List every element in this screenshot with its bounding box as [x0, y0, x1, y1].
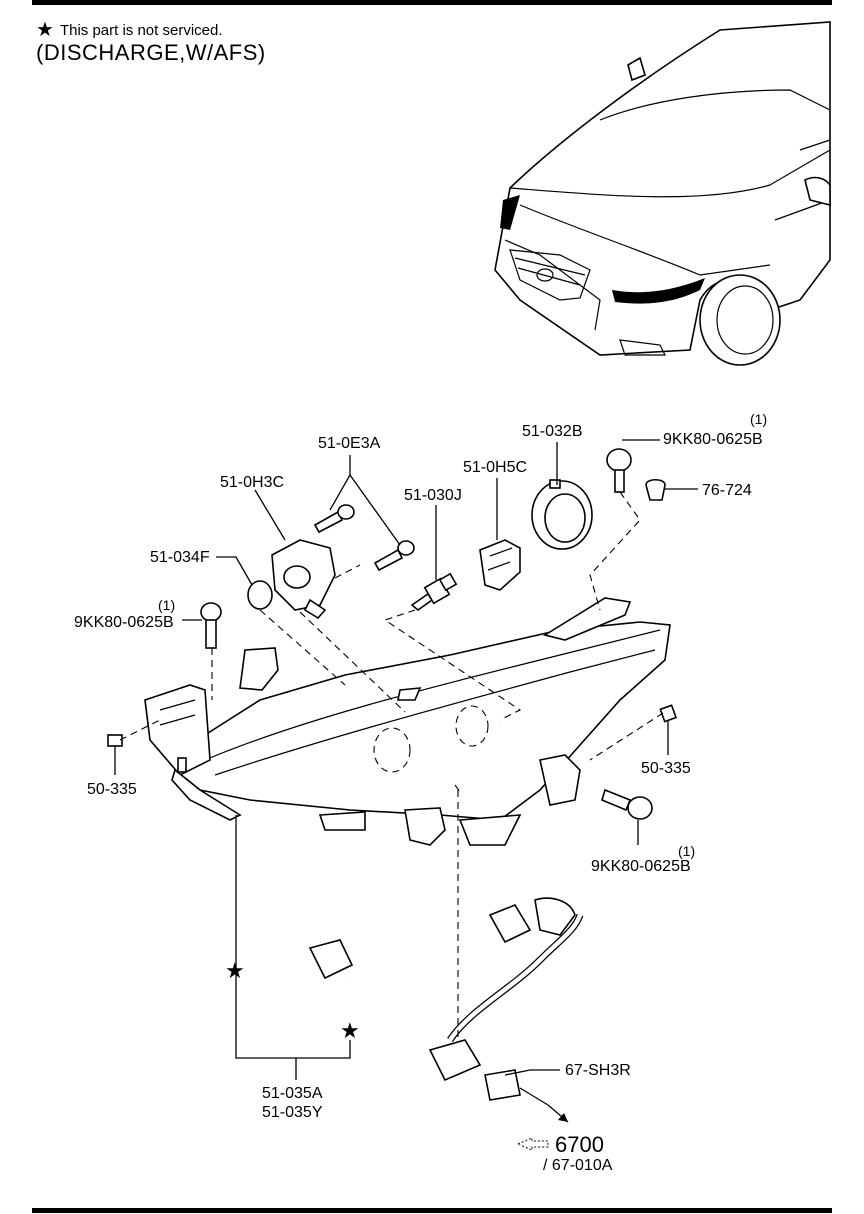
not-serviced-note: ★ This part is not serviced.	[36, 20, 223, 40]
vehicle-front-illustration	[494, 21, 831, 366]
callout-51-030J[interactable]: 51-030J	[404, 487, 462, 504]
leader-lines	[114, 439, 698, 1123]
callout-51-0E3A[interactable]: 51-0E3A	[318, 435, 381, 452]
discharge-bulb	[410, 572, 458, 612]
wiring-harness	[308, 897, 584, 1106]
reference-group-6700[interactable]: 6700	[555, 1132, 604, 1157]
callout-67-SH3R[interactable]: 67-SH3R	[565, 1062, 631, 1079]
diagram-title: (DISCHARGE,W/AFS)	[36, 40, 266, 65]
assembly-guide-lines	[119, 491, 664, 1040]
reference-part-67-010A[interactable]: / 67-010A	[543, 1157, 613, 1174]
callout-50-335-left[interactable]: 50-335	[87, 781, 137, 798]
callout-50-335-right[interactable]: 50-335	[641, 760, 691, 777]
star-icon: ★	[340, 1018, 360, 1043]
bolt-left	[200, 602, 222, 649]
bottom-border	[32, 1208, 832, 1213]
headlamp-assembly	[144, 597, 671, 846]
callout-9KK80-0625B-left[interactable]: 9KK80-0625B	[74, 614, 174, 631]
star-icon: ★	[36, 19, 54, 41]
not-serviced-note-text: This part is not serviced.	[59, 21, 223, 39]
screw-upper	[313, 504, 355, 534]
callout-51-035A[interactable]: 51-035A	[262, 1085, 323, 1102]
screw-lower	[373, 540, 415, 572]
nut-right	[659, 704, 678, 723]
star-icon: ★	[225, 958, 245, 983]
double-arrow-icon[interactable]	[516, 1137, 549, 1151]
callout-9KK80-0625B-top[interactable]: 9KK80-0625B	[663, 431, 763, 448]
bulb-socket-ring	[531, 479, 593, 550]
o-ring	[247, 580, 273, 610]
clip-76-724	[645, 478, 666, 501]
callout-qty-right: (1)	[678, 843, 695, 859]
callout-51-035Y[interactable]: 51-035Y	[262, 1104, 323, 1121]
top-border	[32, 0, 832, 5]
nut-left	[107, 734, 123, 747]
callout-9KK80-0625B-right[interactable]: 9KK80-0625B	[591, 858, 691, 875]
callout-qty-left: (1)	[158, 597, 175, 613]
callout-51-034F[interactable]: 51-034F	[150, 549, 210, 566]
callout-76-724[interactable]: 76-724	[702, 482, 752, 499]
leveling-actuator	[271, 539, 336, 620]
callout-51-0H3C[interactable]: 51-0H3C	[220, 474, 284, 491]
bolt-top	[606, 448, 632, 493]
callout-51-032B[interactable]: 51-032B	[522, 423, 583, 440]
callout-51-0H5C[interactable]: 51-0H5C	[463, 459, 527, 476]
callout-qty-top: (1)	[750, 411, 767, 427]
bolt-right	[601, 788, 653, 820]
igniter	[479, 539, 521, 591]
